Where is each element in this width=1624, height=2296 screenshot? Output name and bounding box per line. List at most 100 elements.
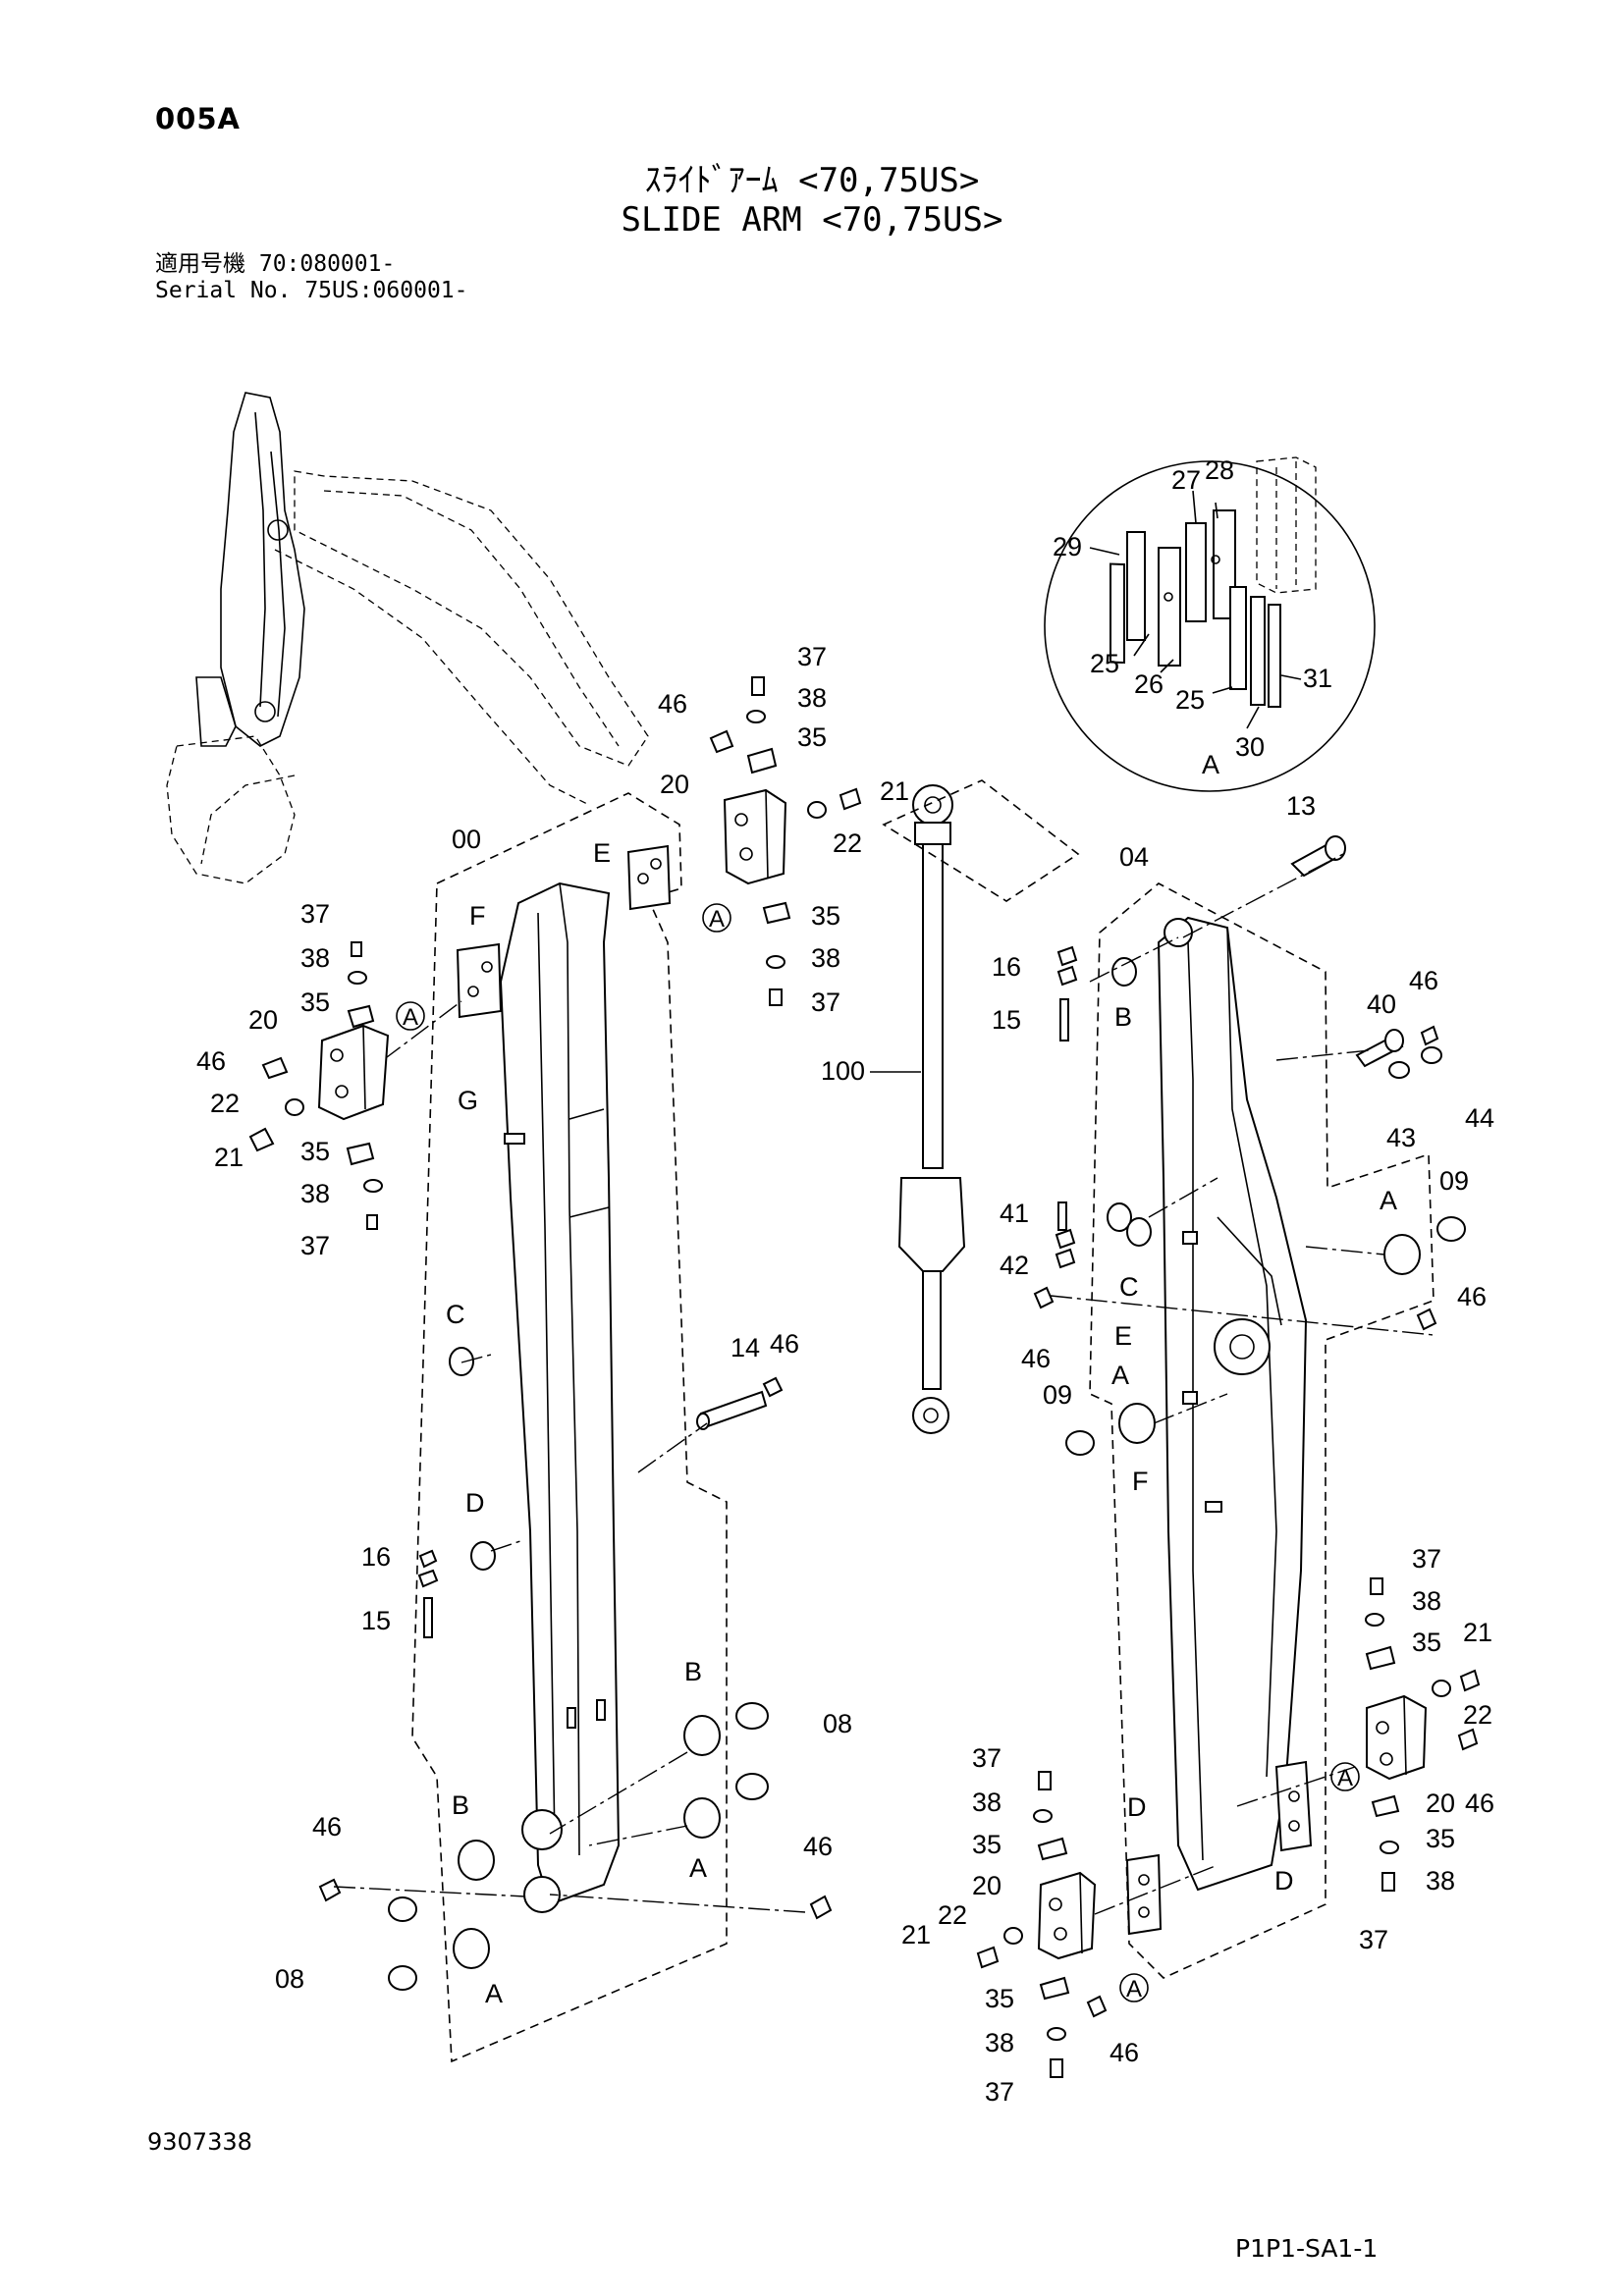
callout-d-bp: D [1127,1792,1147,1822]
callout-20-lp: 20 [248,1005,278,1035]
callout-15-ra: 15 [992,1005,1021,1035]
callout-13: 13 [1286,791,1316,821]
serial-line-2: Serial No. 75US:060001- [155,278,468,303]
callout-38b-tp: 38 [811,943,840,973]
callout-37b-rp: 37 [1359,1925,1388,1954]
callout-f-ra: F [1132,1467,1149,1496]
callout-37-bp: 37 [972,1743,1001,1773]
serial-line-1: 適用号機 70:080001- [155,251,396,277]
left-mounting-plate-group [248,941,390,1230]
callout-21-tp: 21 [880,776,909,806]
callout-37b-bp: 37 [985,2077,1014,2107]
callout-44: 44 [1465,1103,1494,1133]
callout-46-left: 46 [312,1812,342,1842]
callout-14: 14 [731,1333,760,1362]
callout-08-right: 08 [823,1709,852,1738]
diagram-title-english: SLIDE ARM <70,75US> [621,200,1003,240]
callout-35b-bp: 35 [985,1984,1014,2013]
callout-20-rp: 20 [1426,1789,1455,1818]
ref-a-lp: A [403,1004,418,1031]
callout-e: E [593,838,611,868]
callout-41: 41 [1000,1199,1029,1228]
callout-35b-tp: 35 [811,901,840,931]
callout-46-lp: 46 [196,1046,226,1076]
callout-21-bp: 21 [901,1920,931,1949]
callout-20-bp: 20 [972,1871,1001,1900]
callout-b-ra: B [1114,1002,1132,1032]
callout-37b-lp: 37 [300,1231,330,1260]
callout-b-lower: B [452,1790,469,1820]
callout-35-bp: 35 [972,1830,1001,1859]
callout-25b: 25 [1175,685,1205,715]
right-arm-assembly [1033,835,1466,1979]
callout-38b-rp: 38 [1426,1866,1455,1896]
callout-c: C [446,1300,465,1329]
callout-38-bp: 38 [972,1788,1001,1817]
callout-30: 30 [1235,732,1265,762]
detail-ref-a: A [1202,750,1219,779]
callout-20-tp: 20 [660,770,689,799]
left-arm-assembly [318,792,833,2063]
callout-46-bottom: 46 [803,1832,833,1861]
callout-a-lower-left: A [485,1979,503,2008]
callout-f: F [469,901,486,931]
serial-applicability: 適用号機 70:080001- Serial No. 75US:060001- [155,251,468,304]
slide-cylinder [882,779,1080,1434]
callout-22-bp: 22 [938,1900,967,1930]
callout-37-rp: 37 [1412,1544,1441,1574]
callout-46-ra-right: 46 [1457,1282,1487,1311]
callout-d-bp-right: D [1274,1866,1294,1896]
callout-g: G [458,1086,478,1115]
callout-09-left: 09 [1043,1380,1072,1410]
callout-27: 27 [1171,465,1201,495]
callout-28: 28 [1205,455,1234,485]
detail-view-a [1044,456,1376,792]
excavator-overview-illustration [166,392,649,884]
callout-29: 29 [1053,532,1082,561]
document-number: 9307338 [147,2128,252,2156]
callout-08-left: 08 [275,1964,304,1994]
callout-42: 42 [1000,1251,1029,1280]
callout-43: 43 [1386,1123,1416,1152]
callout-c-ra: C [1119,1272,1139,1302]
callout-21-lp: 21 [214,1143,244,1172]
callout-09-right: 09 [1439,1166,1469,1196]
callout-a-ra: A [1380,1186,1397,1215]
diagram-title-japanese: ｽﾗｲﾄﾞｱｰﾑ <70,75US> [644,161,980,200]
callout-46-pin14: 46 [770,1329,799,1359]
callout-22-rp: 22 [1463,1700,1492,1730]
callout-46-rp: 46 [1465,1789,1494,1818]
callout-38b-bp: 38 [985,2028,1014,2057]
callout-37b-tp: 37 [811,988,840,1017]
ref-a-rp: A [1337,1765,1353,1791]
callout-46-bp: 46 [1110,2038,1139,2067]
callout-a-lower-right: A [689,1853,707,1883]
callout-35-lp: 35 [300,988,330,1017]
callout-b-upper: B [684,1657,702,1686]
callout-40: 40 [1367,989,1396,1019]
callout-26: 26 [1134,669,1164,699]
callout-labels: 27 28 29 25 26 25 31 30 A 00 E F G C D 1… [196,455,1494,2107]
callout-a-ra-lower: A [1111,1361,1129,1390]
callout-16: 16 [361,1542,391,1572]
callout-46-tp: 46 [658,689,687,719]
callout-21-rp: 21 [1463,1618,1492,1647]
callout-46-ra-top: 46 [1409,966,1438,995]
callout-38-rp: 38 [1412,1586,1441,1616]
callout-38b-lp: 38 [300,1179,330,1208]
callout-46-ra-mid: 46 [1021,1344,1051,1373]
callout-31: 31 [1303,664,1332,693]
callout-15: 15 [361,1606,391,1635]
right-mounting-plate-group [1236,1577,1481,1892]
bottom-mounting-plate-group [976,1771,1218,2078]
ref-a-tp: A [709,906,725,933]
callout-16-ra: 16 [992,952,1021,982]
ref-a-bp: A [1126,1976,1142,2002]
callout-35b-rp: 35 [1426,1824,1455,1853]
callout-37-tp: 37 [797,642,827,671]
callout-00: 00 [452,825,481,854]
callout-100: 100 [821,1056,865,1086]
callout-35-tp: 35 [797,722,827,752]
page-code: 005A [155,102,241,135]
